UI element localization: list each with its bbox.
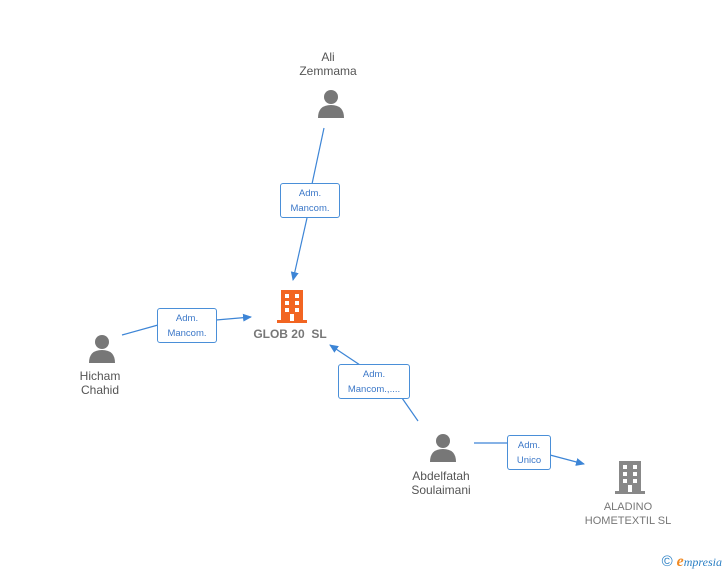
edge-label-abdelfatah-aladino[interactable]: Adm. Unico: [507, 435, 551, 470]
brand-initial: e: [676, 553, 684, 570]
node-label-aladino: ALADINO HOMETEXTIL SL: [573, 500, 683, 528]
brand-logo: empresia: [677, 553, 722, 571]
link-abdelfatah-glob: [401, 397, 419, 422]
aladino-line1: ALADINO: [603, 501, 653, 513]
footer-brand[interactable]: © empresia: [662, 553, 722, 571]
abdelfatah-line1: Abdelfatah: [412, 469, 470, 483]
link-abdelfatah-aladino-arrow: [549, 454, 585, 466]
edge-hicham-line2: Mancom.: [167, 328, 207, 339]
node-label-ali: Ali Zemmama: [288, 50, 368, 78]
person-icon[interactable]: [87, 333, 117, 363]
edge-ali-line1: Adm.: [298, 188, 322, 199]
node-label-hicham: Hicham Chahid: [60, 369, 140, 397]
edge-aladino-line2: Unico: [516, 455, 542, 466]
building-icon[interactable]: [276, 289, 308, 323]
link-hicham-glob-arrow: [215, 313, 252, 322]
person-icon[interactable]: [428, 432, 458, 462]
copyright-icon: ©: [661, 553, 673, 570]
edge-hicham-line1: Adm.: [175, 313, 199, 324]
node-label-glob: GLOB 20 SL: [253, 327, 327, 341]
link-abdelfatah-glob-arrow: [329, 344, 361, 366]
edge-ali-line2: Mancom.: [290, 203, 330, 214]
ali-line1: Ali: [321, 50, 335, 64]
person-icon[interactable]: [316, 88, 346, 118]
building-icon[interactable]: [614, 460, 646, 494]
edge-label-abdelfatah-glob[interactable]: Adm. Mancom.,....: [338, 364, 410, 399]
abdelfatah-line2: Soulaimani: [411, 483, 471, 497]
hicham-line1: Hicham: [79, 369, 121, 383]
hicham-line2: Chahid: [80, 383, 120, 397]
edge-abdelfatah-glob-line1: Adm.: [362, 369, 386, 380]
edge-aladino-line1: Adm.: [517, 440, 541, 451]
edge-abdelfatah-glob-line2: Mancom.,....: [347, 384, 401, 395]
edge-label-hicham-glob[interactable]: Adm. Mancom.: [157, 308, 217, 343]
link-hicham-glob: [121, 324, 159, 336]
aladino-line2: HOMETEXTIL SL: [584, 515, 672, 527]
brand-rest: mpresia: [683, 555, 722, 569]
ali-line2: Zemmama: [299, 64, 357, 78]
link-ali-glob-arrow: [290, 217, 308, 281]
node-label-abdelfatah: Abdelfatah Soulaimani: [391, 469, 491, 497]
edge-label-ali-glob[interactable]: Adm. Mancom.: [280, 183, 340, 218]
